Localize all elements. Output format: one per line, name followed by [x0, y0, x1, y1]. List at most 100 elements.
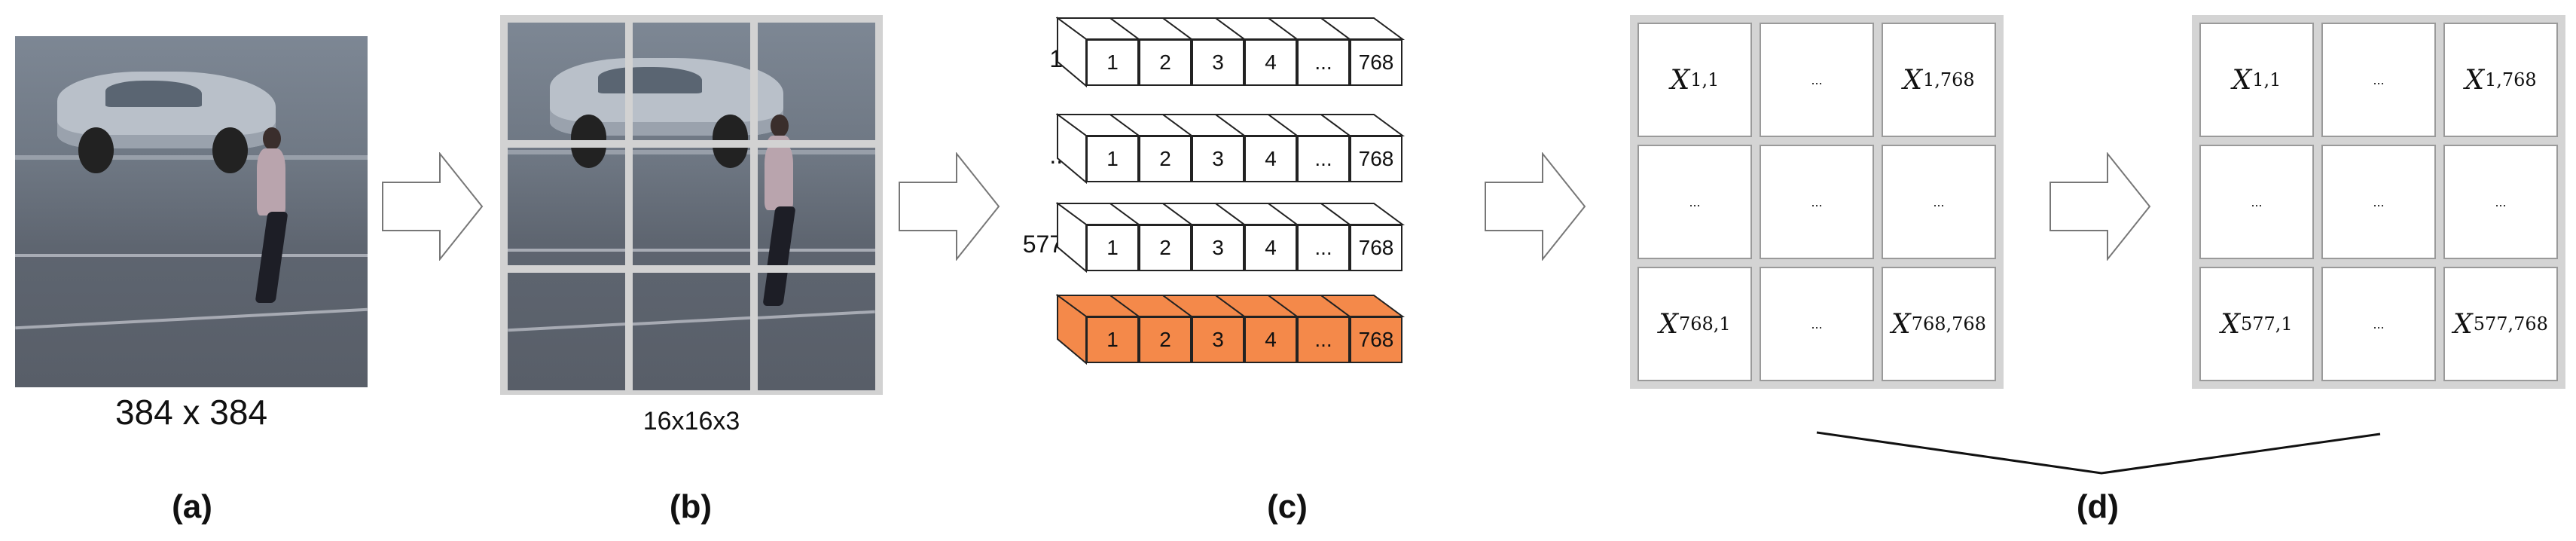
matrix-entry-symbol: X — [2453, 308, 2473, 340]
token-cell: 2 — [1139, 39, 1192, 86]
token-row-depth — [1056, 294, 1406, 365]
token-cell: 4 — [1244, 39, 1297, 86]
token-cell: 4 — [1244, 225, 1297, 271]
token-cell: 1 — [1086, 225, 1139, 271]
matrix-ellipsis-cell: ... — [2199, 145, 2314, 259]
pedestrian-head — [262, 127, 281, 151]
matrix-entry-subscript: 1,1 — [2252, 69, 2281, 90]
car-wheel — [78, 127, 114, 173]
token-cell: 4 — [1244, 136, 1297, 182]
image-patch — [508, 273, 625, 390]
car-wheel — [713, 148, 748, 168]
matrix-group-brace — [1815, 429, 2388, 478]
matrix-ellipsis-cell: ... — [2321, 267, 2436, 381]
class-token-cell: 1 — [1086, 316, 1139, 363]
token-cell: 1 — [1086, 39, 1139, 86]
token-cell: 3 — [1192, 136, 1244, 182]
matrix-entry-subscript: 1,768 — [1922, 69, 1975, 90]
token-cell: 768 — [1350, 39, 1402, 86]
road-curb — [15, 155, 368, 160]
token-cell: 768 — [1350, 225, 1402, 271]
pedestrian-torso — [256, 148, 285, 215]
caption-a: (a) — [172, 488, 212, 525]
arrow-b-to-c — [898, 152, 1000, 261]
car-wheel — [212, 127, 248, 173]
token-cell: 3 — [1192, 225, 1244, 271]
matrix-ellipsis-cell: ... — [2321, 145, 2436, 259]
image-patch-content — [633, 23, 750, 140]
image-patch-content — [633, 273, 750, 390]
image-patch — [508, 148, 625, 265]
image-patch-content — [508, 23, 625, 140]
matrix-ellipsis-cell: ... — [1760, 23, 1874, 137]
token-cell: 1 — [1086, 136, 1139, 182]
pedestrian-legs — [762, 206, 796, 265]
matrix-ellipsis-cell: ... — [2321, 23, 2436, 137]
image-patch-content — [758, 273, 875, 390]
image-patch-content — [508, 148, 625, 265]
matrix-entry-symbol: X — [1670, 64, 1690, 96]
pedestrian — [759, 114, 798, 140]
token-cell: 2 — [1139, 225, 1192, 271]
image-patch-content — [508, 273, 625, 390]
matrix-entry-symbol: X — [1891, 308, 1911, 340]
token-cell: ... — [1297, 39, 1350, 86]
token-cell: ... — [1297, 136, 1350, 182]
image-size-label: 384 x 384 — [114, 393, 268, 432]
road-marking — [758, 249, 875, 252]
road-marking — [508, 310, 625, 332]
matrix-entry-subscript: 768,768 — [1911, 313, 1986, 335]
image-patch-content — [758, 23, 875, 140]
arrow-matrix-to-matrix — [2049, 152, 2151, 261]
arrow-a-to-b — [381, 152, 484, 261]
arrow-c-to-d — [1484, 152, 1586, 261]
token-row-depth — [1056, 202, 1406, 274]
patched-image — [500, 15, 883, 395]
class-token-cell: 3 — [1192, 316, 1244, 363]
class-token-cell: 4 — [1244, 316, 1297, 363]
class-token-cell: ... — [1297, 316, 1350, 363]
matrix-entry-subscript: 577,768 — [2473, 313, 2548, 335]
matrix-ellipsis-cell: ... — [1760, 145, 1874, 259]
image-patch — [633, 273, 750, 390]
token-cell: 768 — [1350, 136, 1402, 182]
caption-c: (c) — [1267, 488, 1308, 525]
pedestrian — [759, 273, 798, 306]
car-wheel — [571, 148, 607, 168]
pedestrian — [759, 148, 798, 265]
road-curb — [758, 150, 875, 155]
road-curb — [633, 150, 750, 155]
road-marking — [508, 249, 625, 252]
pedestrian-legs — [255, 211, 288, 304]
road-marking — [633, 249, 750, 252]
token-row-depth — [1056, 17, 1406, 88]
matrix-entry-symbol: X — [2220, 308, 2240, 340]
token-cell: ... — [1297, 225, 1350, 271]
pedestrian-legs — [762, 273, 796, 306]
class-token-cell: 768 — [1350, 316, 1402, 363]
token-cell: 3 — [1192, 39, 1244, 86]
pedestrian-head — [770, 114, 789, 138]
pedestrian — [252, 127, 290, 304]
image-patch — [633, 23, 750, 140]
patch-size-label: 16x16x3 — [642, 407, 740, 436]
pedestrian-torso — [764, 148, 793, 210]
road-marking — [633, 310, 750, 332]
image-patch-content — [633, 148, 750, 265]
matrix-entry-symbol: X — [2465, 64, 2484, 96]
matrix-ellipsis-cell: ... — [2443, 145, 2558, 259]
image-patch — [758, 23, 875, 140]
image-patch — [633, 148, 750, 265]
matrix-entry-subscript: 768,1 — [1678, 313, 1731, 335]
caption-d: (d) — [2076, 488, 2120, 525]
road-marking — [15, 307, 368, 330]
image-patch — [508, 23, 625, 140]
